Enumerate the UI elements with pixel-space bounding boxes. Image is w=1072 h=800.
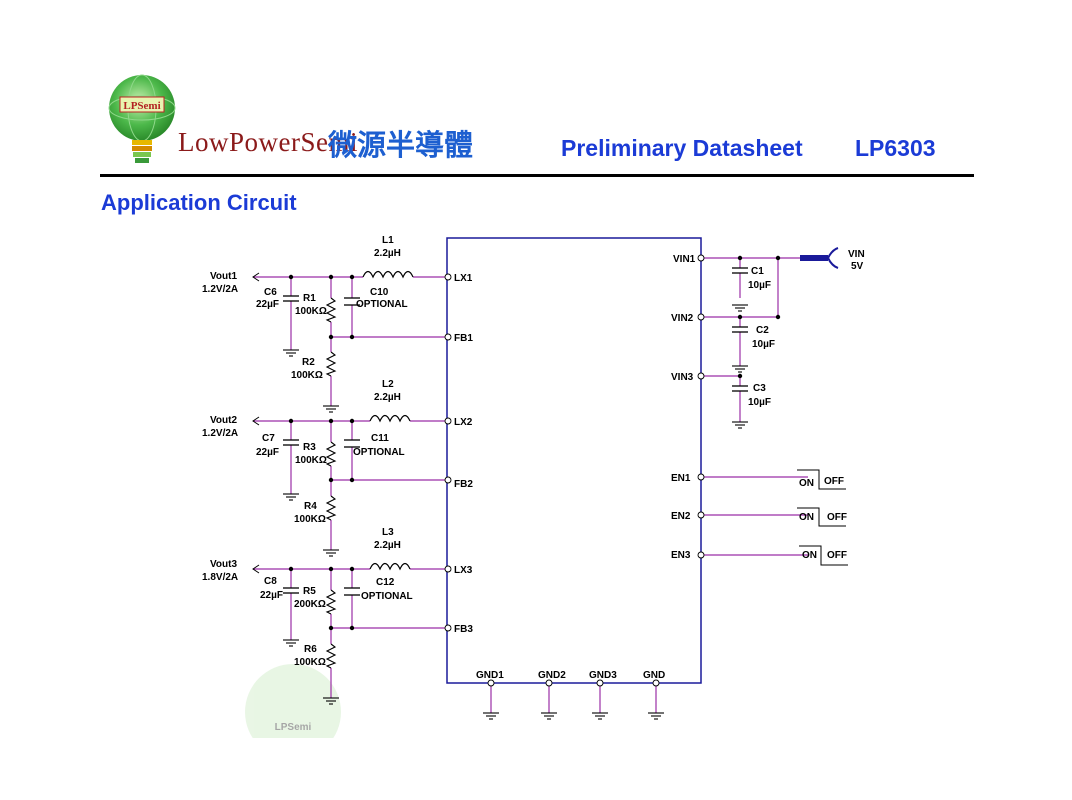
c11-ref: C11: [371, 433, 389, 444]
pin-lx3: LX3: [454, 565, 473, 576]
pin-gnd1: GND1: [476, 670, 504, 681]
pin-en3: EN3: [671, 550, 691, 561]
en2-off: OFF: [827, 512, 847, 523]
section-title: Application Circuit: [101, 190, 297, 215]
c8-ref: C8: [264, 576, 277, 587]
ic-body: [446, 237, 702, 684]
part-number: LP6303: [855, 135, 936, 161]
c7-ref: C7: [262, 433, 275, 444]
vout2-rating: 1.2V/2A: [202, 428, 238, 439]
en1-off: OFF: [824, 476, 844, 487]
c12-ref: C12: [376, 577, 395, 588]
c2-ref: C2: [756, 325, 769, 336]
company-name: LowPowerSemi: [178, 127, 358, 157]
pin-vin3: VIN3: [671, 372, 694, 383]
company-name-cjk: 微源半導體: [328, 130, 474, 162]
r1-value: 100KΩ: [295, 306, 327, 317]
vout3-label: Vout3: [210, 559, 237, 570]
watermark-text: LPSemi: [275, 722, 312, 733]
en2-on: ON: [799, 512, 814, 523]
vout1-label: Vout1: [210, 271, 237, 282]
r4-value: 100KΩ: [294, 514, 326, 525]
document-title: Preliminary Datasheet: [561, 135, 803, 161]
pin-vin2: VIN2: [671, 313, 694, 324]
pin-fb3: FB3: [454, 624, 473, 635]
pin-gnd2: GND2: [538, 670, 566, 681]
en1-on: ON: [799, 478, 814, 489]
r6-value: 100KΩ: [294, 657, 326, 668]
en3-on: ON: [802, 550, 817, 561]
c3-value: 10µF: [748, 397, 771, 408]
l2-ref: L2: [382, 379, 394, 390]
c10-ref: C10: [370, 287, 389, 298]
pin-fb2: FB2: [454, 479, 473, 490]
r3-ref: R3: [303, 442, 316, 453]
vout3-rating: 1.8V/2A: [202, 572, 238, 583]
pin-gnd3: GND3: [589, 670, 617, 681]
pin-gnd: GND: [643, 670, 665, 681]
c6-ref: C6: [264, 287, 277, 298]
pin-fb1: FB1: [454, 333, 473, 344]
logo-text: LPSemi: [123, 100, 160, 112]
r5-value: 200KΩ: [294, 599, 326, 610]
header-rule: [100, 174, 974, 177]
l1-value: 2.2µH: [374, 248, 401, 259]
pin-en2: EN2: [671, 511, 691, 522]
c3-ref: C3: [753, 383, 766, 394]
watermark-logo: LPSemi: [245, 664, 341, 760]
pin-lx1: LX1: [454, 273, 473, 284]
pin-vin1: VIN1: [673, 254, 696, 265]
pin-lx2: LX2: [454, 417, 473, 428]
l2-value: 2.2µH: [374, 392, 401, 403]
c2-value: 10µF: [752, 339, 775, 350]
l1-ref: L1: [382, 235, 394, 246]
en3-off: OFF: [827, 550, 847, 561]
r2-ref: R2: [302, 357, 315, 368]
lpsemi-logo: LPSemi: [108, 74, 176, 163]
c1-value: 10µF: [748, 280, 771, 291]
c11-value: OPTIONAL: [353, 447, 405, 458]
c12-value: OPTIONAL: [361, 591, 413, 602]
vout1-rating: 1.2V/2A: [202, 284, 238, 295]
vin-value: 5V: [851, 261, 864, 272]
l3-ref: L3: [382, 527, 394, 538]
r6-ref: R6: [304, 644, 317, 655]
l3-value: 2.2µH: [374, 540, 401, 551]
r3-value: 100KΩ: [295, 455, 327, 466]
r1-ref: R1: [303, 293, 316, 304]
r5-ref: R5: [303, 586, 316, 597]
c6-value: 22µF: [256, 299, 279, 310]
c1-ref: C1: [751, 266, 764, 277]
vin-label: VIN: [848, 249, 865, 260]
r2-value: 100KΩ: [291, 370, 323, 381]
c10-value: OPTIONAL: [356, 299, 408, 310]
r4-ref: R4: [304, 501, 317, 512]
c8-value: 22µF: [260, 590, 283, 601]
vout2-label: Vout2: [210, 415, 237, 426]
pin-en1: EN1: [671, 473, 691, 484]
c7-value: 22µF: [256, 447, 279, 458]
